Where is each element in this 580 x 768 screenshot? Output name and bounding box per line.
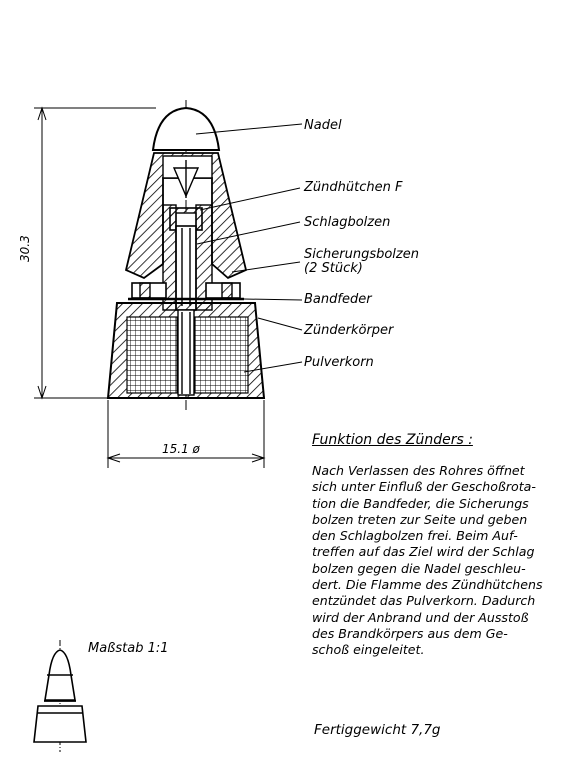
leader-nadel bbox=[195, 123, 303, 135]
label-sicherungsbolzen-count: (2 Stück) bbox=[304, 261, 363, 276]
leader-sicherungsbolzen bbox=[231, 261, 301, 273]
flash-channel bbox=[177, 309, 195, 396]
scale-sketch bbox=[33, 640, 87, 752]
powder-left bbox=[126, 316, 178, 394]
label-bandfeder: Bandfeder bbox=[304, 292, 372, 307]
label-pulverkorn: Pulverkorn bbox=[304, 355, 374, 370]
needle-dome bbox=[151, 106, 221, 151]
leader-bandfeder bbox=[243, 298, 303, 301]
function-text: Nach Verlassen des Rohres öffnet sich un… bbox=[312, 463, 543, 658]
dim-width-label: 15.1 ø bbox=[162, 442, 200, 456]
label-zuenderkoerper: Zünderkörper bbox=[304, 323, 394, 338]
leader-zuendhuetchen bbox=[199, 187, 301, 211]
weight-label: Fertiggewicht 7,7g bbox=[314, 722, 441, 738]
leader-schlagbolzen bbox=[196, 221, 301, 245]
leader-pulverkorn bbox=[243, 361, 303, 373]
dim-height-label: 30.3 bbox=[18, 235, 32, 262]
label-zuendhuetchen: Zündhütchen F bbox=[304, 180, 403, 195]
powder-right bbox=[194, 316, 249, 394]
leader-zuenderkoerper bbox=[257, 317, 303, 331]
function-heading: Funktion des Zünders : bbox=[312, 432, 473, 448]
label-sicherungsbolzen: Sicherungsbolzen bbox=[304, 247, 419, 262]
label-schlagbolzen: Schlagbolzen bbox=[304, 215, 391, 230]
label-nadel: Nadel bbox=[304, 118, 342, 133]
scale-label: Maßstab 1:1 bbox=[88, 641, 169, 656]
firing-pin bbox=[175, 225, 197, 311]
